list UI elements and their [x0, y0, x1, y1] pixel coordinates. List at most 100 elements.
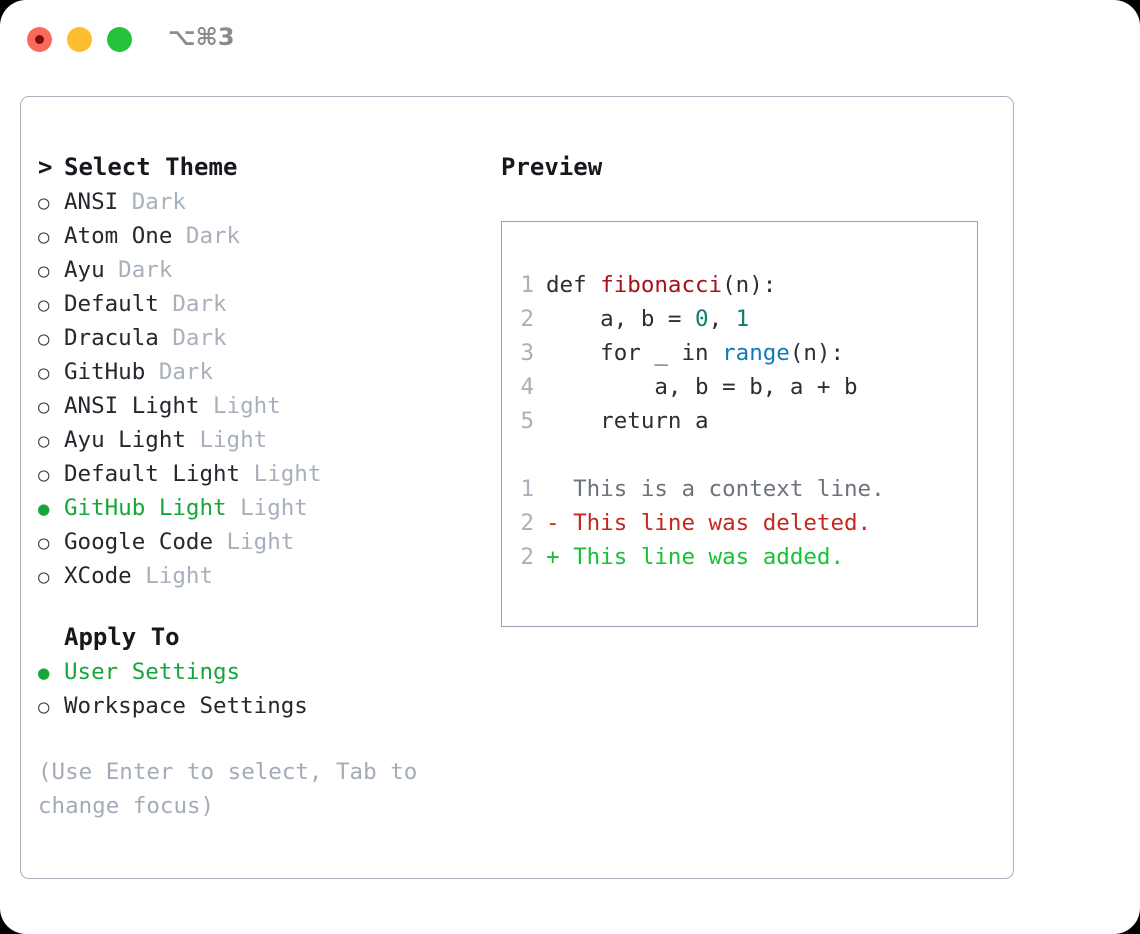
- apply-to-title: Apply To: [64, 623, 180, 651]
- theme-list-item[interactable]: ○ANSI Dark: [38, 185, 468, 219]
- line-number: 3: [520, 340, 534, 366]
- radio-unselected-icon[interactable]: ○: [38, 328, 50, 350]
- diff-line: 2 + This line was added.: [502, 540, 977, 574]
- code-token: a, b = b, a + b: [546, 374, 858, 400]
- code-token: (n):: [789, 340, 845, 366]
- close-button[interactable]: [27, 27, 52, 52]
- minimize-button[interactable]: [67, 27, 92, 52]
- line-number: 1: [520, 272, 534, 298]
- code-line-content: a, b = 0, 1: [546, 302, 749, 336]
- code-line: 1 def fibonacci(n):: [502, 268, 977, 302]
- theme-name: Default: [64, 291, 159, 317]
- theme-list-item[interactable]: ○GitHub Dark: [38, 355, 468, 389]
- code-line: 2 a, b = 0, 1: [502, 302, 977, 336]
- radio-unselected-icon[interactable]: ○: [38, 260, 50, 282]
- theme-kind-badge: Light: [226, 495, 308, 521]
- code-token: a, b =: [546, 306, 696, 332]
- theme-kind-badge: Dark: [158, 291, 227, 317]
- apply-to-label: User Settings: [64, 659, 241, 685]
- diff-line-text: This is a context line.: [559, 476, 885, 502]
- radio-unselected-icon[interactable]: ○: [38, 226, 50, 248]
- theme-selection-column: > Select Theme ○ANSI Dark○Atom One Dark○…: [38, 149, 468, 823]
- theme-name: GitHub Light: [64, 495, 227, 521]
- theme-list-item[interactable]: ○ Default Dark: [38, 287, 468, 321]
- apply-to-caret-spacer: [38, 619, 64, 655]
- code-line-content: a, b = b, a + b: [546, 370, 858, 404]
- apply-to-header: Apply To: [38, 619, 468, 655]
- theme-name: Ayu Light: [64, 427, 186, 453]
- radio-unselected-icon[interactable]: ○: [38, 294, 50, 316]
- diff-line-text: This line was added.: [559, 544, 845, 570]
- diff-marker: +: [546, 544, 560, 570]
- diff-line: 1 This is a context line.: [502, 472, 977, 506]
- code-line: 3 for _ in range(n):: [502, 336, 977, 370]
- theme-kind-badge: Light: [213, 529, 295, 555]
- line-number: 5: [520, 408, 534, 434]
- preview-title: Preview: [501, 153, 603, 181]
- select-theme-title: Select Theme: [64, 153, 238, 181]
- line-number: 2: [520, 306, 534, 332]
- main-panel: > Select Theme ○ANSI Dark○Atom One Dark○…: [20, 96, 1014, 879]
- radio-unselected-icon[interactable]: ○: [38, 362, 50, 384]
- apply-to-list: ● User Settings ○Workspace Settings: [38, 655, 468, 723]
- title-bar: ⌥⌘3: [0, 0, 1140, 78]
- apply-to-option[interactable]: ● User Settings: [38, 655, 468, 689]
- theme-list-item[interactable]: ● GitHub Light Light: [38, 491, 468, 525]
- diff-marker: [546, 472, 560, 506]
- radio-unselected-icon[interactable]: ○: [38, 696, 50, 718]
- theme-name: Google Code: [64, 529, 214, 555]
- code-token: def: [546, 272, 601, 298]
- radio-unselected-icon[interactable]: ○: [38, 532, 50, 554]
- radio-unselected-icon[interactable]: ○: [38, 430, 50, 452]
- theme-list-item[interactable]: ○ ANSI Light Light: [38, 389, 468, 423]
- code-line: 5 return a: [502, 404, 977, 438]
- theme-list-item[interactable]: ○ Ayu Light Light: [38, 423, 468, 457]
- code-token: 1: [735, 306, 750, 332]
- theme-list-item[interactable]: ○ Google Code Light: [38, 525, 468, 559]
- radio-unselected-icon[interactable]: ○: [38, 566, 50, 588]
- code-token: fibonacci: [600, 272, 723, 298]
- code-token: return a: [546, 408, 709, 434]
- theme-name: Dracula: [64, 325, 159, 351]
- radio-selected-icon[interactable]: ●: [38, 498, 50, 520]
- radio-unselected-icon[interactable]: ○: [38, 192, 50, 214]
- diff-marker: -: [546, 510, 560, 536]
- theme-kind-badge: Light: [131, 563, 214, 589]
- apply-to-option[interactable]: ○Workspace Settings: [38, 689, 468, 723]
- line-number: 2: [520, 544, 534, 570]
- code-token: ,: [708, 306, 736, 332]
- diff-line-text: This line was deleted.: [559, 510, 872, 536]
- line-number: 4: [520, 374, 534, 400]
- code-line-content: def fibonacci(n):: [546, 268, 776, 302]
- keyboard-shortcut-label: ⌥⌘3: [168, 23, 235, 51]
- theme-kind-badge: Dark: [145, 359, 214, 385]
- theme-name: Ayu: [64, 257, 105, 283]
- theme-list-item[interactable]: ○ Atom One Dark: [38, 219, 468, 253]
- radio-selected-icon[interactable]: ●: [38, 662, 50, 684]
- theme-name: ANSI Light: [64, 393, 200, 419]
- line-number: 2: [520, 510, 534, 536]
- theme-kind-badge: Light: [199, 393, 281, 419]
- theme-name: Atom One: [64, 223, 173, 249]
- maximize-button[interactable]: [107, 27, 132, 52]
- radio-unselected-icon[interactable]: ○: [38, 396, 50, 418]
- code-token: for _ in: [546, 340, 723, 366]
- code-token: 0: [695, 306, 709, 332]
- theme-list-item[interactable]: ○Ayu Dark: [38, 253, 468, 287]
- theme-kind-badge: Light: [185, 427, 268, 453]
- theme-kind-badge: Dark: [172, 223, 241, 249]
- theme-list-item[interactable]: ○Dracula Dark: [38, 321, 468, 355]
- keyboard-hint-text: (Use Enter to select, Tab to change focu…: [38, 759, 418, 819]
- theme-name: Default Light: [64, 461, 241, 487]
- radio-unselected-icon[interactable]: ○: [38, 464, 50, 486]
- theme-name: ANSI: [64, 189, 119, 215]
- theme-list-item[interactable]: ○XCode Light: [38, 559, 468, 593]
- theme-list-item[interactable]: ○Default Light Light: [38, 457, 468, 491]
- code-diff-spacer: [502, 438, 977, 472]
- diff-sample: 1 This is a context line. 2- This line wa…: [502, 472, 977, 574]
- code-line-content: for _ in range(n):: [546, 336, 844, 370]
